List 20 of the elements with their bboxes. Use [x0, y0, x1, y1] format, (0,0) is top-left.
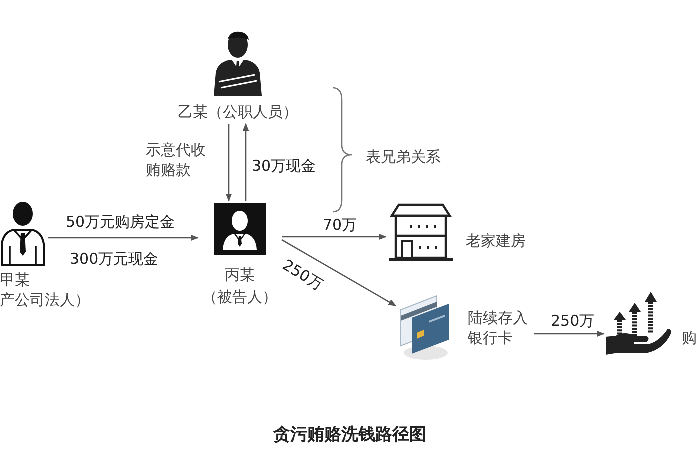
- destination-label: 购: [682, 328, 697, 348]
- edge-label: 示意代收贿赂款: [146, 140, 208, 180]
- diagram-caption: 贪污贿赂洗钱路径图: [274, 424, 426, 446]
- arrow: [242, 123, 250, 201]
- destination-label: 陆续存入银行卡: [468, 308, 529, 348]
- person-name: 甲某: [0, 270, 30, 290]
- edge-label: 30万现金: [252, 156, 316, 176]
- amount-label: 300万元现金: [70, 249, 159, 269]
- arrow: [48, 234, 199, 242]
- edge-label: 50万元购房定金: [66, 212, 176, 232]
- arrow: [226, 124, 232, 202]
- arrow: [282, 234, 387, 240]
- person-name: 乙某（公职人员）: [177, 102, 299, 122]
- role-label: 产公司法人）: [0, 290, 90, 310]
- arrow: [282, 239, 397, 307]
- arrow: [534, 330, 605, 338]
- role-label: （被告人）: [202, 287, 278, 307]
- destination-label: 老家建房: [466, 231, 526, 251]
- person-name: 丙某: [224, 265, 256, 285]
- relation-label: 表兄弟关系: [366, 147, 441, 167]
